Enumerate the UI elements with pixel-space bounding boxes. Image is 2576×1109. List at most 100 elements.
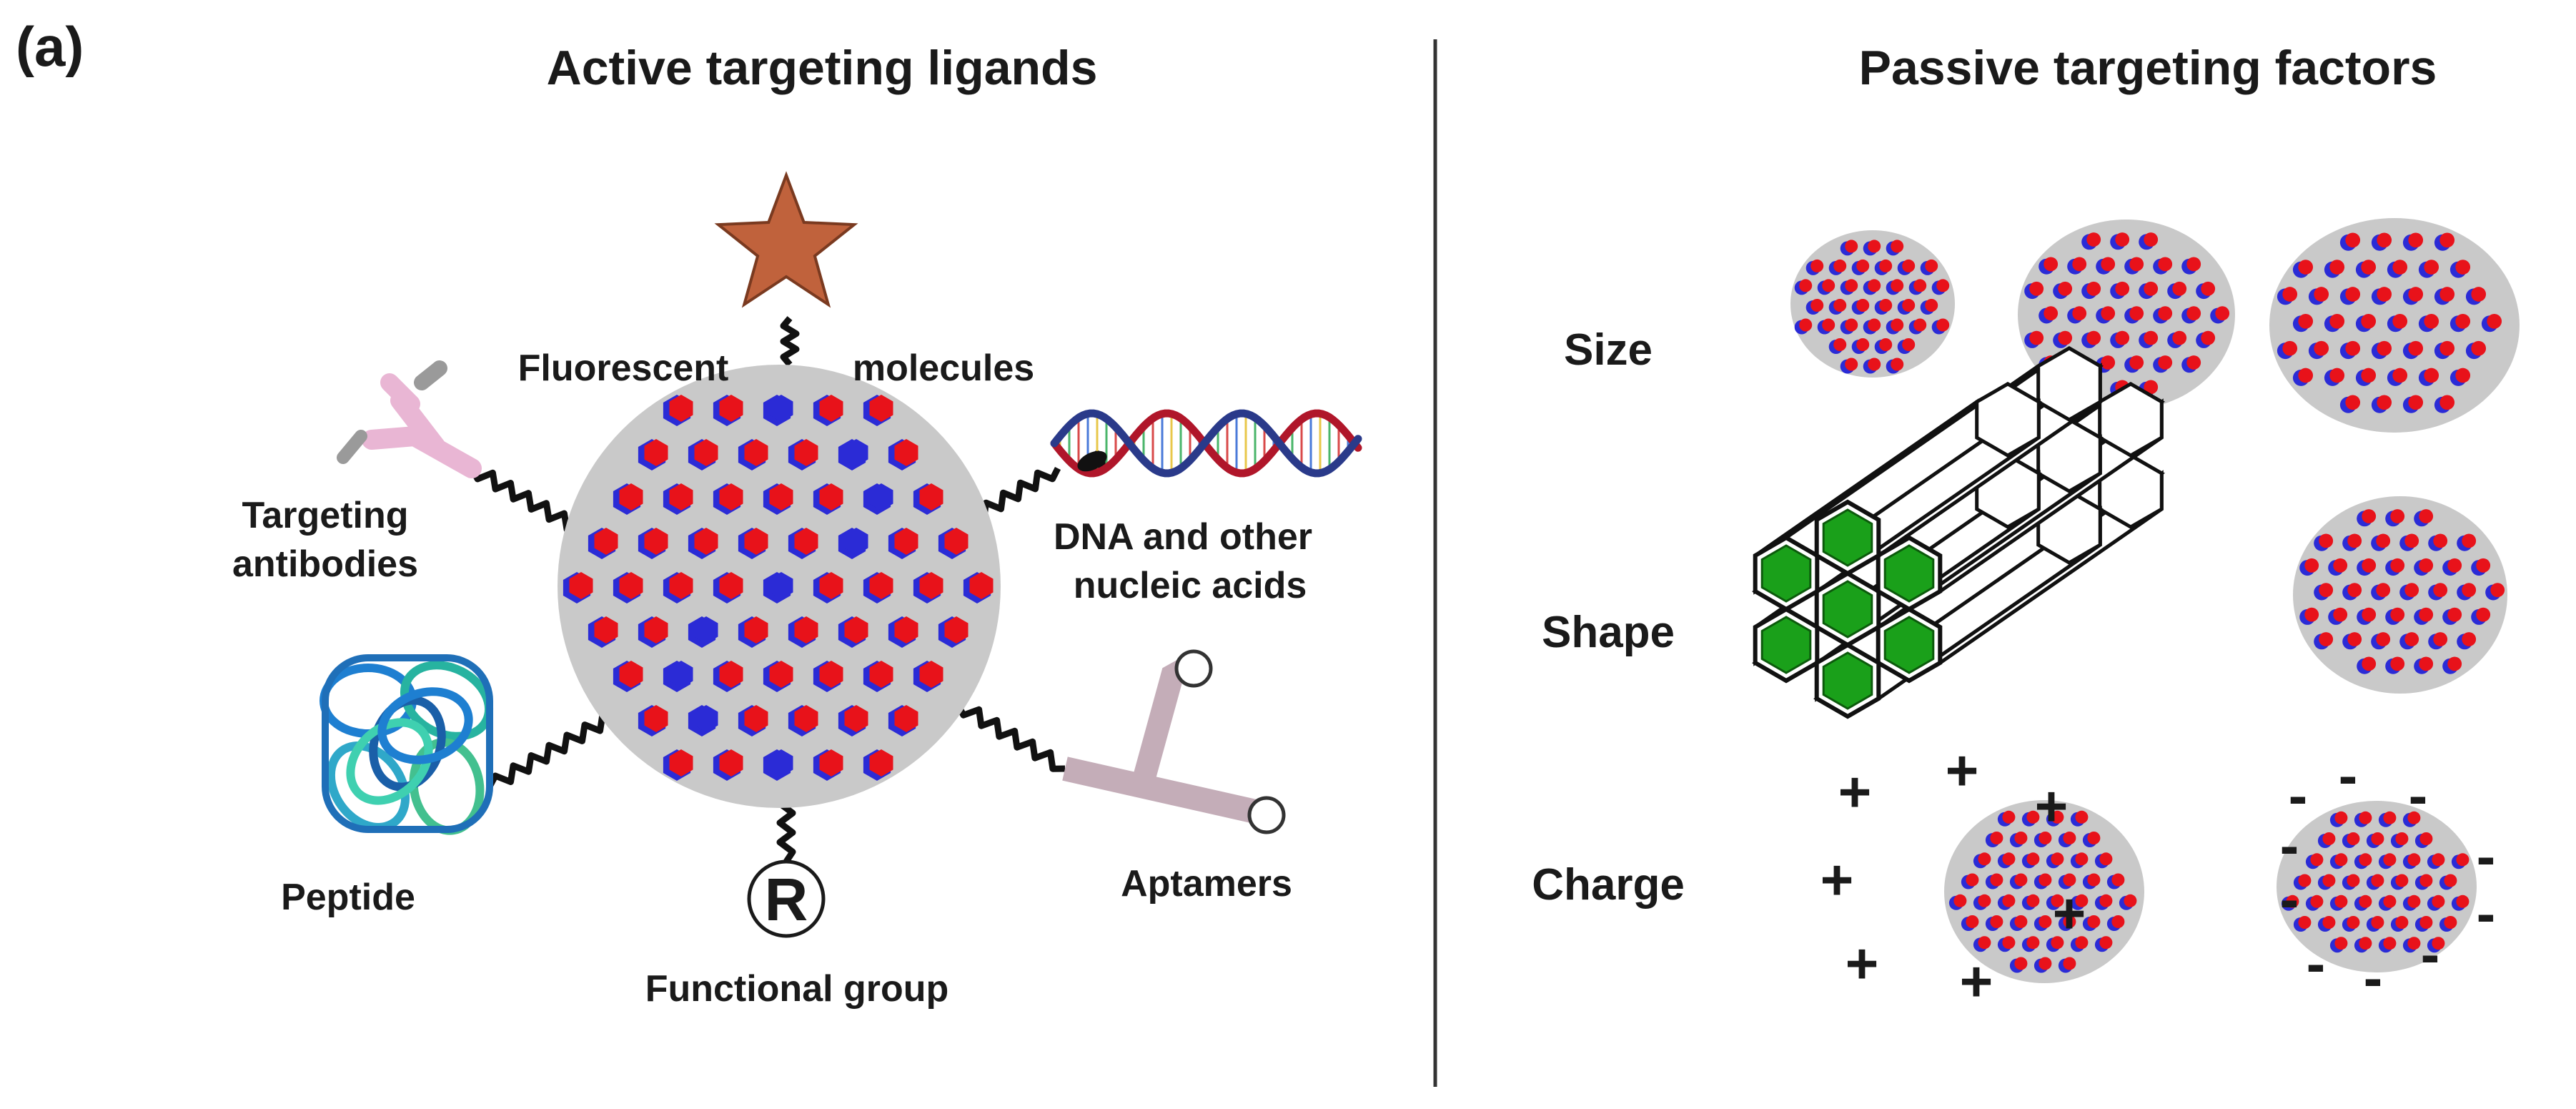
hexagon-nanoparticle [563, 572, 593, 603]
dot [2026, 810, 2040, 824]
peptide-loop [346, 718, 433, 805]
dot [2014, 915, 2028, 928]
dot [1833, 338, 1847, 351]
dot [1845, 318, 1858, 332]
dot [2111, 915, 2125, 928]
dot [1868, 358, 1881, 371]
dot [2347, 916, 2360, 929]
dot [1891, 318, 1904, 332]
dot [2408, 340, 2424, 356]
hexagon-nanoparticle [713, 395, 743, 426]
dot [2419, 832, 2433, 845]
dot [2376, 533, 2391, 548]
negative-sign: - [2409, 764, 2428, 827]
dot [2129, 257, 2144, 272]
dot [2101, 306, 2116, 321]
dot [2462, 583, 2477, 598]
dot [2376, 632, 2391, 646]
dot [2075, 810, 2089, 824]
positive-sign: + [2035, 774, 2069, 838]
dot [2424, 313, 2439, 329]
dot [1822, 318, 1836, 332]
hexagon-nanoparticle [713, 661, 743, 692]
negative-sign: - [2477, 824, 2496, 888]
dot [2087, 832, 2101, 844]
negative-sign: - [2477, 882, 2496, 945]
dot [2002, 810, 2016, 824]
hexagon-nanoparticle [763, 572, 793, 603]
hexagon-nanoparticle [813, 395, 843, 426]
dot [2347, 533, 2362, 548]
hexagon-nanoparticle [663, 483, 693, 515]
dot [2304, 558, 2319, 573]
peptide-icon [319, 654, 494, 835]
dot [1913, 318, 1927, 332]
dot [1902, 338, 1916, 351]
hexagon-nanoparticle [738, 528, 768, 559]
rod-end [2098, 382, 2164, 458]
dot [1799, 279, 1813, 292]
dot [2333, 558, 2348, 573]
dot [1822, 279, 1836, 292]
dot [1868, 240, 1881, 253]
dot [2447, 558, 2462, 573]
dot [2002, 894, 2016, 907]
dot [2286, 894, 2299, 908]
dot [2383, 811, 2397, 824]
dot [2371, 916, 2384, 929]
hexagon-nanoparticle [788, 616, 818, 648]
dot [2407, 937, 2421, 950]
dot [2099, 894, 2113, 907]
dot [2455, 368, 2471, 383]
dot [2359, 853, 2372, 867]
dna-helix-icon [1050, 409, 1362, 478]
dot [2462, 533, 2477, 548]
dot [2439, 340, 2455, 356]
dot [1953, 894, 1967, 907]
dot [2111, 873, 2125, 887]
dot [1868, 318, 1881, 332]
hexagon-nanoparticle [863, 483, 893, 515]
dot [2407, 811, 2421, 824]
hexagon-nanoparticle [813, 749, 843, 781]
dot [1966, 915, 1979, 928]
dot [2361, 368, 2377, 383]
hexagon-nanoparticle [638, 616, 668, 648]
dot [2029, 281, 2044, 296]
dot [2322, 916, 2336, 929]
main-nanoparticle [558, 365, 1001, 808]
dot [2215, 306, 2230, 321]
dot [2329, 260, 2345, 275]
dot [1810, 259, 1824, 272]
dot [2345, 287, 2361, 302]
hexagon-nanoparticle [663, 395, 693, 426]
hexagon-nanoparticle [788, 439, 818, 470]
dot [2322, 832, 2336, 845]
dot [2392, 368, 2408, 383]
passive-nanoparticle [1944, 800, 2144, 983]
hexagon-nanoparticle [888, 616, 918, 648]
label-dna: DNA and other [1054, 516, 1312, 558]
dot [2086, 232, 2101, 247]
dot [2404, 632, 2419, 646]
hexagon-nanoparticle [738, 616, 768, 648]
hexagon-nanoparticle [813, 572, 843, 603]
label-aptamers: Aptamers [1121, 863, 1292, 905]
dot [2456, 853, 2470, 867]
peptide-loop [326, 741, 410, 832]
hexagon-nanoparticle [863, 572, 893, 603]
dot [2319, 632, 2334, 646]
hexagon-nanoparticle [888, 528, 918, 559]
hexagon-nanoparticle [713, 483, 743, 515]
passive-particles [1790, 218, 2520, 983]
passive-nanoparticle [2293, 496, 2507, 694]
dot [2424, 260, 2439, 275]
dot [1925, 299, 1938, 312]
dot [2172, 330, 2187, 345]
hexagon-nanoparticle [763, 395, 793, 426]
negative-sign: - [2280, 867, 2299, 931]
dot [2455, 260, 2471, 275]
hexagon-nanoparticle [713, 572, 743, 603]
